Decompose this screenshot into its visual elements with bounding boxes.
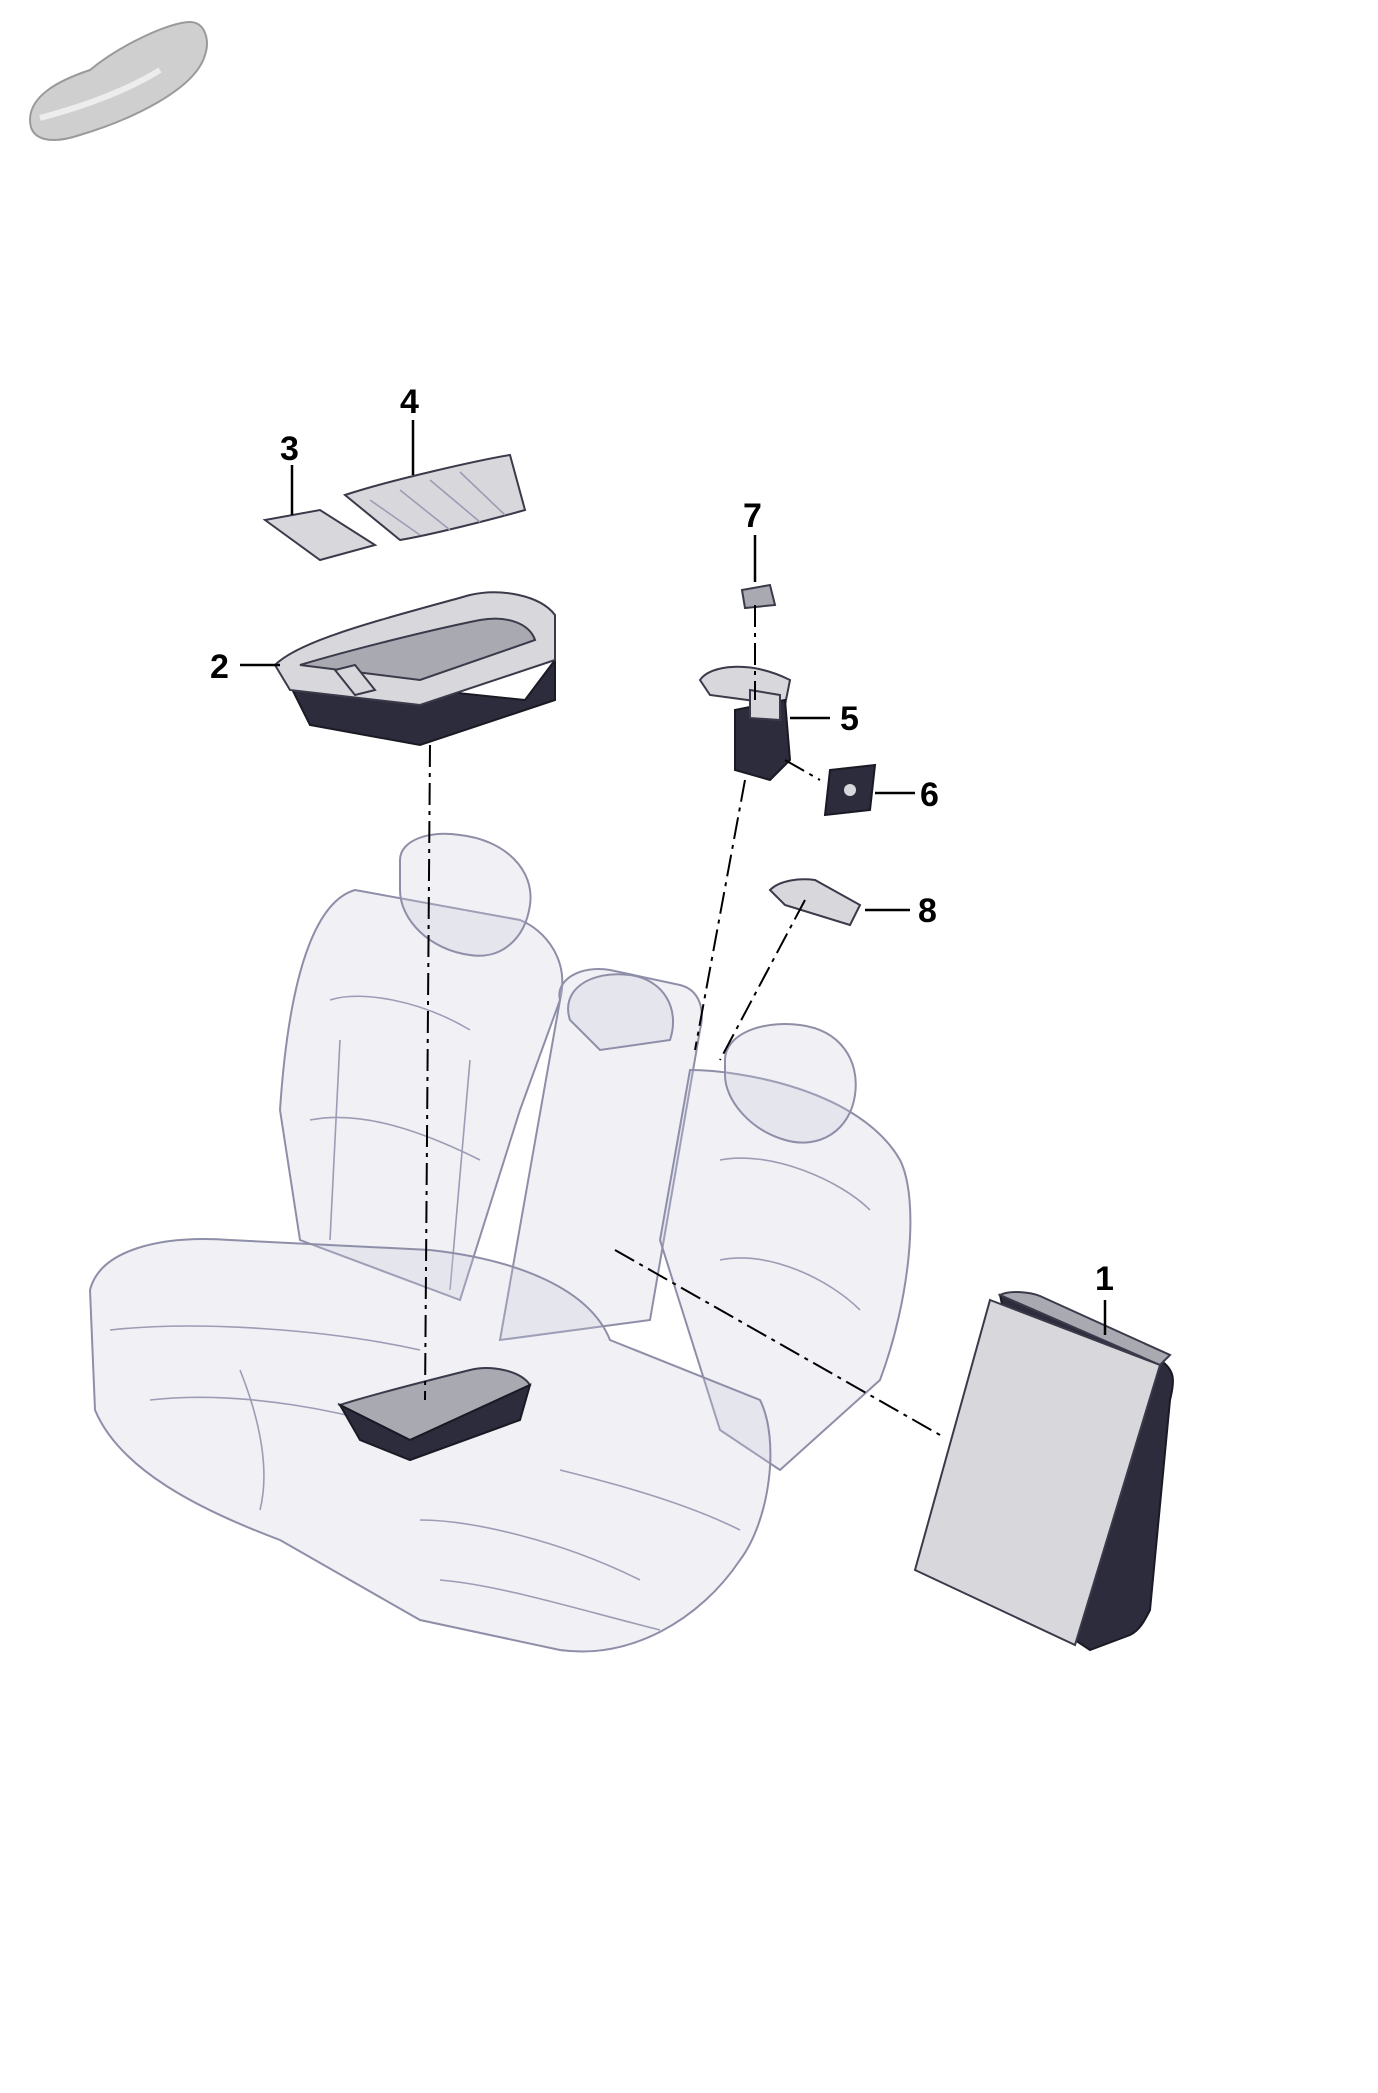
- part-5-armrest-bracket: [698, 665, 792, 782]
- callout-label-2: 2: [210, 648, 229, 686]
- vehicle-thumbnail-icon: [28, 20, 208, 141]
- callout-label-7: 7: [743, 497, 762, 535]
- part-3-small-mat: [262, 508, 378, 562]
- callout-label-1: 1: [1095, 1260, 1114, 1298]
- seat-tray-ghost: [337, 1367, 532, 1462]
- callout-label-8: 8: [918, 892, 937, 930]
- part-4-large-mat: [342, 453, 527, 542]
- part-7-clip: [740, 583, 777, 610]
- callout-label-6: 6: [920, 776, 939, 814]
- callouts: 1 2 3 4 5 6 7 8: [210, 383, 1114, 1335]
- callout-label-5: 5: [840, 700, 859, 738]
- assembly-lines: [424, 605, 941, 1436]
- rear-seat-ghost: [88, 832, 912, 1653]
- part-2-storage-tray: [273, 591, 556, 747]
- part-8-trim: [768, 878, 862, 927]
- part-1-backrest-cover: [913, 1291, 1174, 1652]
- part-6-plate: [823, 763, 877, 817]
- callout-label-3: 3: [280, 430, 299, 468]
- callout-label-4: 4: [400, 383, 419, 421]
